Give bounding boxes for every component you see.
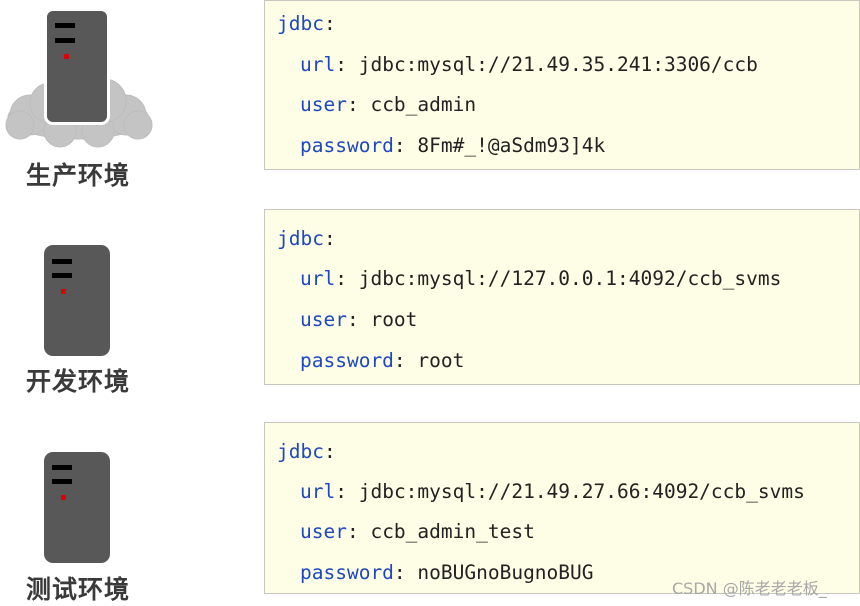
config-root-key: jdbc	[277, 227, 324, 250]
config-root-key: jdbc	[277, 440, 324, 463]
config-user-key: user	[300, 93, 347, 116]
server-icon	[44, 245, 110, 356]
config-block-production: jdbc: url: jdbc:mysql://21.49.35.241:330…	[264, 0, 860, 170]
env-label-test: 测试环境	[25, 575, 130, 604]
config-password-key: password	[300, 561, 394, 584]
config-user-value: ccb_admin	[370, 93, 477, 116]
config-password-value: noBUGnoBugnoBUG	[417, 561, 594, 584]
config-password-key: password	[300, 134, 394, 157]
config-block-development: jdbc: url: jdbc:mysql://127.0.0.1:4092/c…	[264, 209, 860, 385]
config-url-value: jdbc:mysql://21.49.27.66:4092/ccb_svms	[358, 480, 805, 503]
config-url-key: url	[300, 480, 336, 503]
config-url-value: jdbc:mysql://21.49.35.241:3306/ccb	[358, 53, 758, 76]
config-user-value: ccb_admin_test	[370, 520, 535, 543]
config-block-test: jdbc: url: jdbc:mysql://21.49.27.66:4092…	[264, 422, 860, 594]
config-url-key: url	[300, 53, 336, 76]
config-password-value: 8Fm#_!@aSdm93]4k	[417, 134, 606, 157]
config-user-key: user	[300, 520, 347, 543]
watermark: CSDN @陈老老老板_	[672, 579, 827, 598]
config-url-value: jdbc:mysql://127.0.0.1:4092/ccb_svms	[358, 267, 782, 290]
server-icon	[44, 8, 110, 125]
env-label-production: 生产环境	[25, 161, 130, 190]
config-root-key: jdbc	[277, 12, 324, 35]
config-user-value: root	[370, 308, 418, 331]
config-password-value: root	[417, 349, 465, 372]
config-password-key: password	[300, 349, 394, 372]
server-icon	[44, 452, 110, 563]
env-label-development: 开发环境	[25, 367, 130, 396]
config-user-key: user	[300, 308, 347, 331]
config-url-key: url	[300, 267, 336, 290]
